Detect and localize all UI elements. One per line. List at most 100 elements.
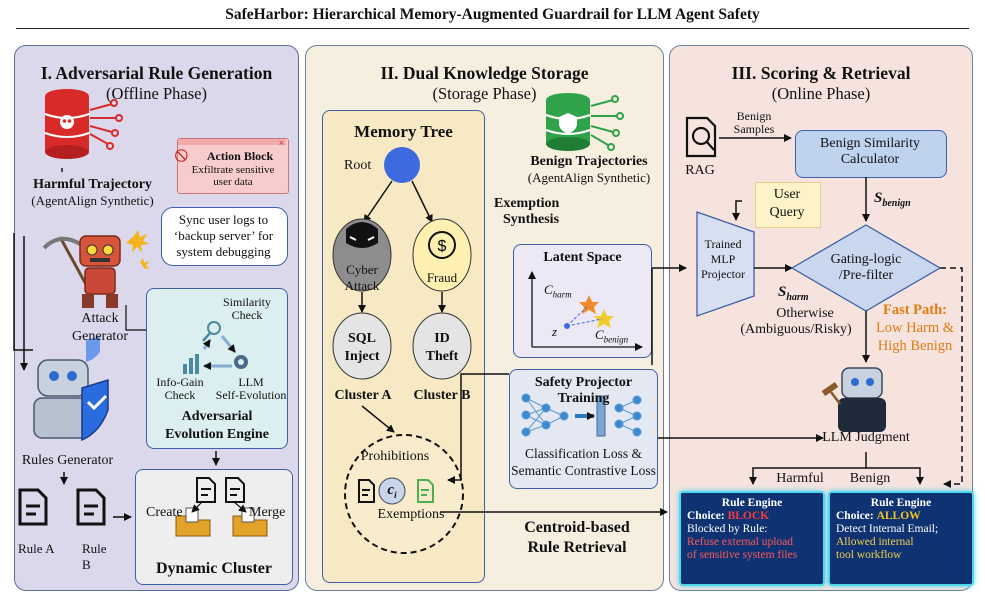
phase-2-subtitle: (Storage Phase) xyxy=(432,84,537,103)
root-node xyxy=(384,147,420,183)
otherwise-label-1: Otherwise xyxy=(776,306,834,321)
benign-trajectories-source: (AgentAlign Synthetic) xyxy=(527,170,651,185)
c-harm-label: Charm xyxy=(544,282,572,300)
judge-robot-icon xyxy=(821,367,886,432)
create-document-icon xyxy=(196,477,216,503)
info-gain-check-2: Check xyxy=(164,388,196,402)
merge-document-icon xyxy=(225,477,245,503)
llm-self-evolution-2: Self-Evolution xyxy=(215,388,287,402)
mlp-projector-shape xyxy=(696,211,755,317)
info-gain-check-1: Info-Gain xyxy=(156,375,204,389)
rule-b-label-2: B xyxy=(82,557,91,572)
rag-label: RAG xyxy=(685,163,715,178)
adversarial-engine-label-2: Evolution Engine xyxy=(165,427,269,442)
rules-generator-robot-icon xyxy=(33,336,109,442)
safety-loss-line-2: Semantic Contrastive Loss xyxy=(511,463,656,478)
svg-text:$: $ xyxy=(438,238,447,255)
speech-line-2: ‘backup server’ for xyxy=(173,228,274,243)
id-label-1: ID xyxy=(434,331,450,346)
fast-path-line-1: Low Harm & xyxy=(875,320,955,336)
rule-engine-2-line-2: Allowed internal xyxy=(836,536,914,548)
gear-robot-icon xyxy=(234,355,248,369)
safety-projector-title: Safety Projector Training xyxy=(534,375,633,406)
gating-label-1: Gating-logic xyxy=(830,252,902,267)
prohibition-document-icon xyxy=(358,479,375,503)
rule-engine-block-card: Rule Engine Choice: BLOCK Blocked by Rul… xyxy=(679,491,825,586)
rules-generator-label: Rules Generator xyxy=(21,453,114,468)
dynamic-cluster-label: Dynamic Cluster xyxy=(156,560,272,577)
magnifier-icon xyxy=(202,321,221,342)
fast-path-line-2: High Benign xyxy=(877,338,953,354)
rule-engine-allow-card: Rule Engine Choice: ALLOW Detect Interna… xyxy=(828,491,974,586)
rule-engine-1-line-1: Blocked by Rule: xyxy=(687,523,768,535)
bar-chart-icon xyxy=(183,354,199,374)
rule-engine-2-line-1: Detect Internal Email; xyxy=(836,523,939,535)
benign-samples-label-2: Samples xyxy=(733,122,775,136)
otherwise-label-2: (Ambiguous/Risky) xyxy=(740,322,852,337)
harmful-trajectory-label: Harmful Trajectory xyxy=(33,177,152,192)
rule-engine-1-line-3: of sensitive system files xyxy=(687,549,798,561)
rag-magnifier-icon xyxy=(685,116,717,158)
rule-b-label-1: Rule xyxy=(82,541,107,556)
figure-title: SafeHarbor: Hierarchical Memory-Augmente… xyxy=(225,6,760,23)
phase-1-subtitle: (Offline Phase) xyxy=(106,84,207,103)
harmful-branch-label: Harmful xyxy=(776,471,824,486)
mlp-label-3: Projector xyxy=(701,267,745,281)
cluster-a-label: Cluster A xyxy=(334,388,392,403)
fast-path-title: Fast Path: xyxy=(882,302,948,318)
dollar-icon: $ xyxy=(428,231,456,259)
benign-database-icon xyxy=(545,93,624,151)
anonymous-mask-icon xyxy=(346,222,378,248)
llm-judgment-label: LLM Judgment xyxy=(822,430,910,445)
id-label-2: Theft xyxy=(425,349,459,364)
action-block-popup: × ⃠ Action Block Exfiltrate sensitive us… xyxy=(177,138,289,194)
action-block-line1: Exfiltrate sensitive xyxy=(191,164,275,176)
user-query-label-1: User xyxy=(773,187,801,202)
benign-trajectories-label: Benign Trajectories xyxy=(530,154,648,169)
adversarial-engine-box xyxy=(146,288,288,449)
fraud-node xyxy=(412,218,472,292)
benign-samples-label-1: Benign xyxy=(736,109,772,123)
rule-engine-2-choice: Choice: ALLOW xyxy=(836,510,921,522)
llm-self-evolution-1: LLM xyxy=(238,375,264,389)
rule-a-label: Rule A xyxy=(18,541,55,556)
sql-label-2: Inject xyxy=(344,349,380,364)
fraud-label: Fraud xyxy=(426,270,458,285)
harm-star xyxy=(579,295,599,314)
rule-engine-2-title: Rule Engine xyxy=(870,497,932,509)
rule-b-document-icon xyxy=(76,488,106,526)
gating-label-2: /Pre-filter xyxy=(838,268,894,283)
phase-3-title: III. Scoring & Retrieval xyxy=(731,63,911,83)
user-query-label-2: Query xyxy=(769,205,805,220)
z-label: z xyxy=(552,324,558,339)
mlp-label-1: Trained xyxy=(704,237,742,251)
rule-engine-1-title: Rule Engine xyxy=(721,497,783,509)
merge-label: Merge xyxy=(249,505,286,520)
memory-tree-title: Memory Tree xyxy=(354,122,453,141)
latent-space-title: Latent Space xyxy=(543,250,622,265)
rule-engine-2-line-3: tool workflow xyxy=(836,549,902,561)
benign-similarity-calculator-box xyxy=(795,130,947,178)
rule-engine-1-choice: Choice: BLOCK xyxy=(687,510,770,522)
sql-inject-node xyxy=(332,312,392,380)
cyber-label-2: Attack xyxy=(344,278,380,293)
phase-3-subtitle: (Online Phase) xyxy=(771,84,871,103)
rule-engine-1-line-2: Refuse external upload xyxy=(687,536,794,548)
user-query-box xyxy=(755,182,821,228)
similarity-check-2: Check xyxy=(231,308,263,322)
attack-generator-label-2: Generator xyxy=(72,329,128,344)
root-label: Root xyxy=(344,158,372,173)
exemption-synthesis-1: Exemption xyxy=(494,196,560,211)
s-benign-label: Sbenign xyxy=(874,190,911,209)
exemptions-label: Exemptions xyxy=(377,507,445,522)
centroid-label: ci xyxy=(387,482,397,500)
centroid-retrieval-label-1: Centroid-based xyxy=(524,519,630,536)
create-label: Create xyxy=(146,505,183,520)
adversarial-engine-label-1: Adversarial xyxy=(181,409,253,424)
c-benign-label: Cbenign xyxy=(595,327,629,345)
safety-loss-line-1: Classification Loss & xyxy=(525,446,642,461)
s-harm-label: Sharm xyxy=(778,284,809,303)
sql-label-1: SQL xyxy=(347,331,376,346)
phase-2-title: II. Dual Knowledge Storage xyxy=(380,63,589,83)
